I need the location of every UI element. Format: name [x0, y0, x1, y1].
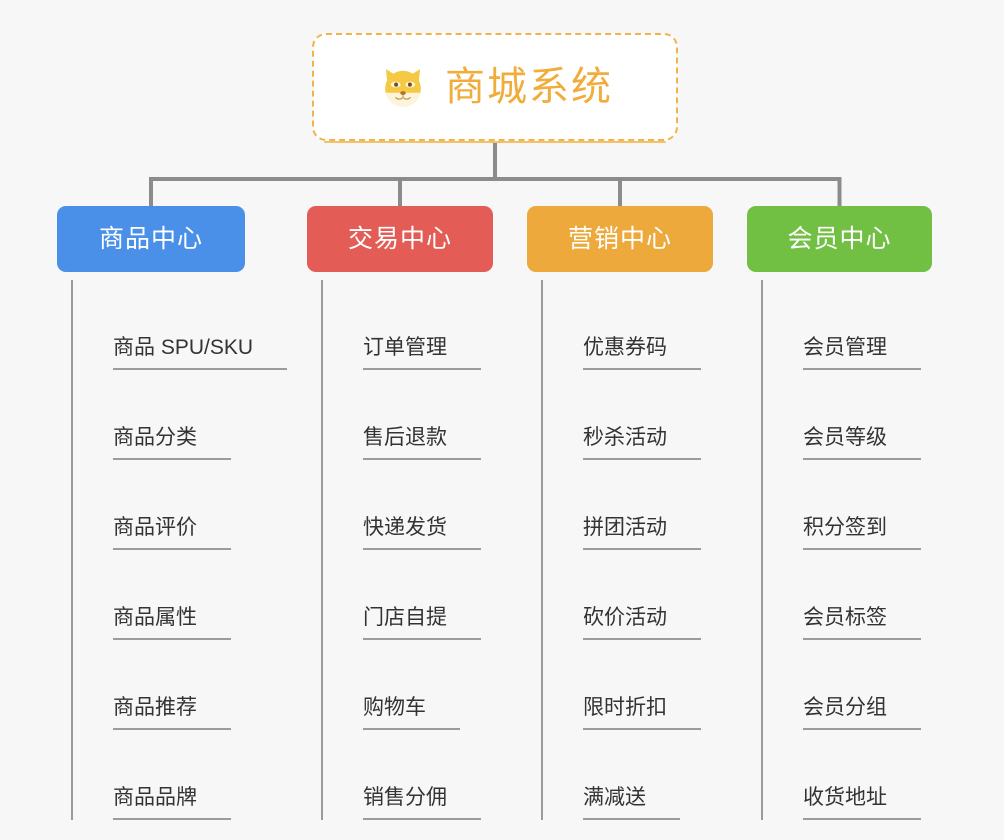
leaf-item-label: 秒杀活动: [583, 427, 701, 460]
leaf-item-label: 砍价活动: [583, 607, 701, 640]
leaf-item[interactable]: 优惠券码: [543, 280, 701, 370]
leaf-item-label: 售后退款: [363, 427, 481, 460]
leaf-item-label: 购物车: [363, 697, 460, 730]
leaf-item[interactable]: 商品品牌: [73, 730, 231, 820]
category-label: 交易中心: [347, 224, 452, 253]
leaf-item-label: 满减送: [583, 787, 680, 820]
leaf-item[interactable]: 会员分组: [763, 640, 921, 730]
leaf-spine: [71, 280, 73, 820]
leaf-item-label: 商品评价: [113, 517, 231, 550]
leaf-item-label: 销售分佣: [363, 787, 481, 820]
category-box-4[interactable]: 会员中心: [747, 206, 932, 272]
leaf-item-label: 积分签到: [803, 517, 921, 550]
leaf-spine: [761, 280, 763, 820]
leaf-item-label: 拼团活动: [583, 517, 701, 550]
leaf-item[interactable]: 售后退款: [323, 370, 481, 460]
leaf-item-label: 会员标签: [803, 607, 921, 640]
leaf-item[interactable]: 门店自提: [323, 550, 481, 640]
leaf-item[interactable]: 秒杀活动: [543, 370, 701, 460]
leaf-item-label: 订单管理: [363, 337, 481, 370]
leaf-item-label: 商品属性: [113, 607, 231, 640]
leaf-item[interactable]: 销售分佣: [323, 730, 481, 820]
leaf-item[interactable]: 商品评价: [73, 460, 231, 550]
leaf-item[interactable]: 砍价活动: [543, 550, 701, 640]
leaf-item[interactable]: 限时折扣: [543, 640, 701, 730]
leaf-item[interactable]: 收货地址: [763, 730, 921, 820]
category-box-1[interactable]: 商品中心: [57, 206, 245, 272]
root-title: 商城系统: [445, 65, 613, 109]
category-box-3[interactable]: 营销中心: [527, 206, 713, 272]
leaf-item-label: 优惠券码: [583, 337, 701, 370]
category-label: 商品中心: [98, 224, 203, 253]
leaf-spine: [321, 280, 323, 820]
leaf-item[interactable]: 商品推荐: [73, 640, 231, 730]
leaf-item-label: 商品品牌: [113, 787, 231, 820]
root-node[interactable]: 商城系统: [312, 33, 678, 143]
leaf-item[interactable]: 积分签到: [763, 460, 921, 550]
leaf-item[interactable]: 商品分类: [73, 370, 231, 460]
leaf-item-label: 限时折扣: [583, 697, 701, 730]
leaf-item-label: 会员管理: [803, 337, 921, 370]
leaf-item[interactable]: 会员等级: [763, 370, 921, 460]
leaf-item-label: 快递发货: [363, 517, 481, 550]
category-box-2[interactable]: 交易中心: [307, 206, 493, 272]
leaf-item[interactable]: 快递发货: [323, 460, 481, 550]
category-label: 会员中心: [787, 224, 892, 253]
leaf-item-label: 收货地址: [803, 787, 921, 820]
leaf-item-label: 会员等级: [803, 427, 921, 460]
leaf-item-label: 商品推荐: [113, 697, 231, 730]
leaf-item-label: 商品 SPU/SKU: [113, 337, 288, 370]
shiba-dog-face-icon: [377, 61, 429, 113]
leaf-spine: [541, 280, 543, 820]
leaf-item[interactable]: 购物车: [323, 640, 460, 730]
leaf-item-label: 会员分组: [803, 697, 921, 730]
leaf-item[interactable]: 会员管理: [763, 280, 921, 370]
leaf-item-label: 商品分类: [113, 427, 231, 460]
leaf-item[interactable]: 商品属性: [73, 550, 231, 640]
category-label: 营销中心: [567, 224, 672, 253]
leaf-item[interactable]: 商品 SPU/SKU: [73, 280, 288, 370]
leaf-item[interactable]: 拼团活动: [543, 460, 701, 550]
leaf-item[interactable]: 订单管理: [323, 280, 481, 370]
leaf-item-label: 门店自提: [363, 607, 481, 640]
leaf-item[interactable]: 会员标签: [763, 550, 921, 640]
leaf-item[interactable]: 满减送: [543, 730, 680, 820]
